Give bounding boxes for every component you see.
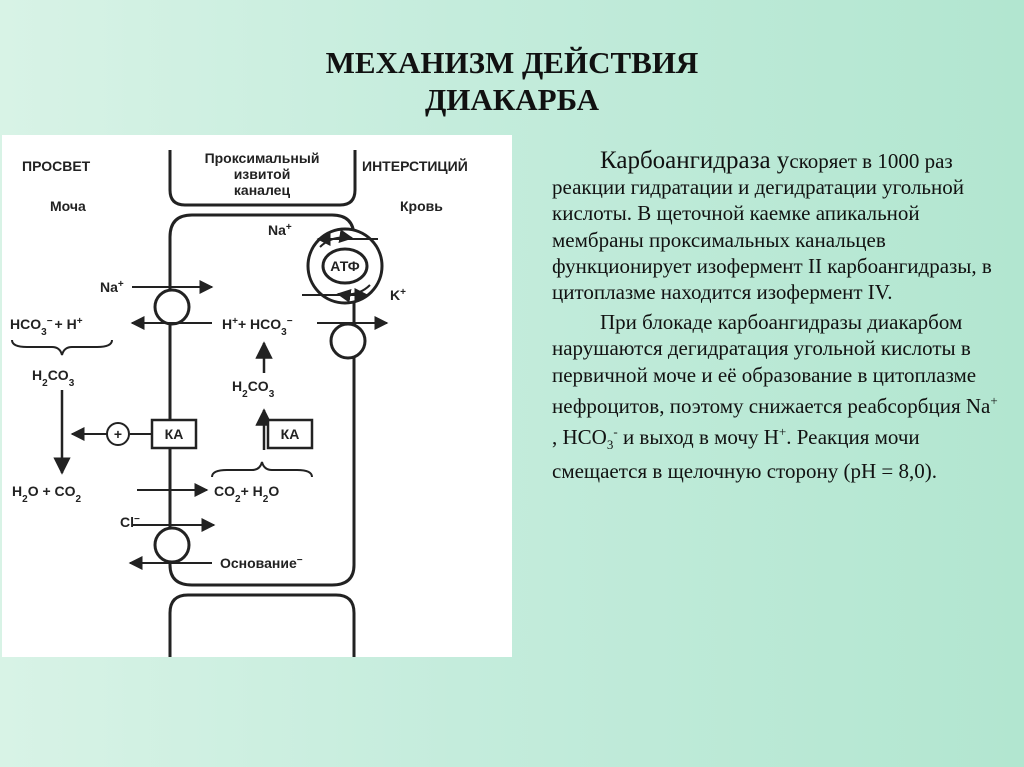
- h2o-co2-label: H2O + CO2: [12, 483, 82, 505]
- tubule-label-3: каналец: [234, 182, 291, 198]
- plus-symbol: +: [114, 426, 122, 442]
- h2co3-left-label: H2CO3: [32, 367, 75, 389]
- na-h-exchanger: [153, 288, 191, 326]
- urine-label: Моча: [50, 198, 86, 214]
- paragraph-1-rest: скоряет в 1000 раз реакции гидратации и …: [552, 149, 992, 305]
- basolateral-hco3-carrier: [329, 322, 367, 360]
- interstitium-label: ИНТЕРСТИЦИЙ: [362, 157, 468, 174]
- h-hco3-mid-label: H++ HCO3−: [222, 316, 293, 338]
- paragraph-2: При блокаде карбоангидразы диакарбом нар…: [552, 310, 998, 484]
- ka-right-label: КА: [281, 426, 300, 442]
- blood-label: Кровь: [400, 198, 443, 214]
- paragraph-1-lead: Карбоангидраза у: [600, 147, 790, 174]
- description-text: Карбоангидраза ускоряет в 1000 раз реакц…: [552, 147, 1002, 485]
- diagram-svg: ПРОСВЕТ Моча Проксимальный извитой канал…: [10, 150, 468, 657]
- co2-h2o-label: CO2+ H2O: [214, 483, 279, 505]
- base-label: Основание−: [220, 555, 303, 572]
- h2co3-mid-label: H2CO3: [232, 378, 275, 400]
- na-left-label: Na+: [100, 279, 124, 296]
- atp-label: АТФ: [330, 258, 359, 274]
- cell-outline: [168, 150, 357, 657]
- mechanism-diagram: ПРОСВЕТ Моча Проксимальный извитой канал…: [2, 135, 512, 657]
- ka-right-box: [266, 418, 314, 450]
- title-line-1: МЕХАНИЗМ ДЕЙСТВИЯ: [325, 45, 699, 80]
- slide-title: МЕХАНИЗМ ДЕЙСТВИЯ ДИАКАРБА: [0, 44, 1024, 118]
- hco3-h-left-label: HCO3−+ H+: [10, 316, 83, 338]
- tubule-label-2: извитой: [234, 166, 291, 182]
- cl-label: Cl−: [120, 514, 140, 531]
- ka-left-label: КА: [165, 426, 184, 442]
- lumen-label: ПРОСВЕТ: [22, 158, 91, 174]
- atp-pump: АТФ: [306, 227, 384, 305]
- k-label: K+: [390, 287, 406, 304]
- mid-bottom-brace: [211, 461, 313, 478]
- tubule-label-1: Проксимальный: [205, 150, 320, 166]
- title-line-2: ДИАКАРБА: [424, 82, 600, 117]
- cl-base-exchanger: [153, 526, 191, 564]
- ka-left-box: [150, 418, 198, 450]
- na-top-label: Na+: [268, 222, 292, 239]
- paragraph-1: Карбоангидраза ускоряет в 1000 раз реакц…: [552, 147, 1002, 305]
- left-top-brace: [11, 339, 113, 356]
